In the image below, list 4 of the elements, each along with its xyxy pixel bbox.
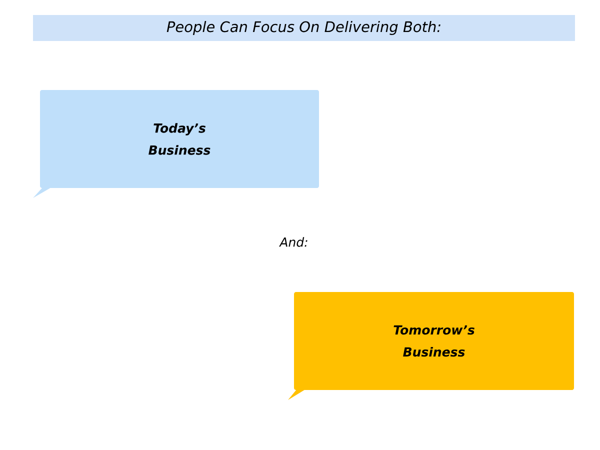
title: People Can Focus On Delivering Both: (166, 20, 440, 35)
speech-bubble: Tomorrow’s Business (288, 292, 574, 400)
speech-bubble: Today’s Business (33, 90, 319, 198)
connector-word: And: (279, 237, 308, 247)
